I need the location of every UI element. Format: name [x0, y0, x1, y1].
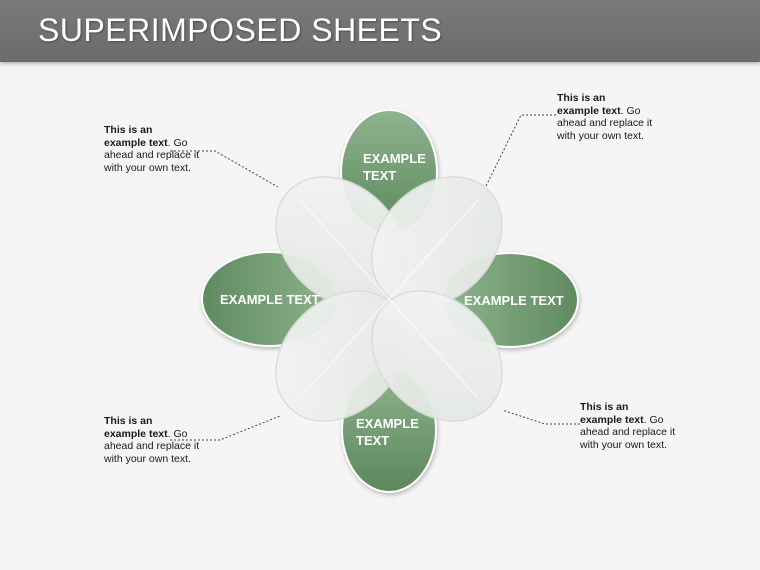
note-line2: example text: [557, 104, 621, 117]
petal-right-label: EXAMPLE TEXT: [464, 293, 564, 308]
connector-bottom-right: [501, 409, 580, 425]
petal-bottom-label-line1: EXAMPLE: [356, 416, 419, 431]
pale-petals: [275, 176, 503, 422]
note-rest: . Go ahead and replace it with your own …: [580, 413, 676, 451]
connector-top-left: [170, 150, 279, 188]
note-line1: This is an: [104, 415, 153, 427]
connector-top-right: [485, 114, 556, 187]
note-line2: example text: [580, 413, 644, 426]
note-line2: example text: [104, 427, 168, 440]
note-rest: . Go ahead and replace it with your own …: [104, 136, 200, 174]
petal-left-label: EXAMPLE TEXT: [220, 292, 320, 307]
note-rest: . Go ahead and replace it with your own …: [104, 427, 200, 465]
note-line1: This is an: [580, 401, 629, 413]
title-bar: SUPERIMPOSED SHEETS: [0, 0, 760, 62]
connector-bottom-left: [170, 415, 281, 441]
petal-bottom-label-line2: TEXT: [356, 433, 389, 448]
page-title: SUPERIMPOSED SHEETS: [38, 12, 443, 48]
petal-top-label-line1: EXAMPLE: [363, 151, 426, 166]
note-line1: This is an: [104, 124, 153, 136]
note-rest: . Go ahead and replace it with your own …: [557, 104, 653, 142]
note-line1: This is an: [557, 92, 606, 104]
note-line2: example text: [104, 136, 168, 149]
petal-top-label-line2: TEXT: [363, 168, 396, 183]
